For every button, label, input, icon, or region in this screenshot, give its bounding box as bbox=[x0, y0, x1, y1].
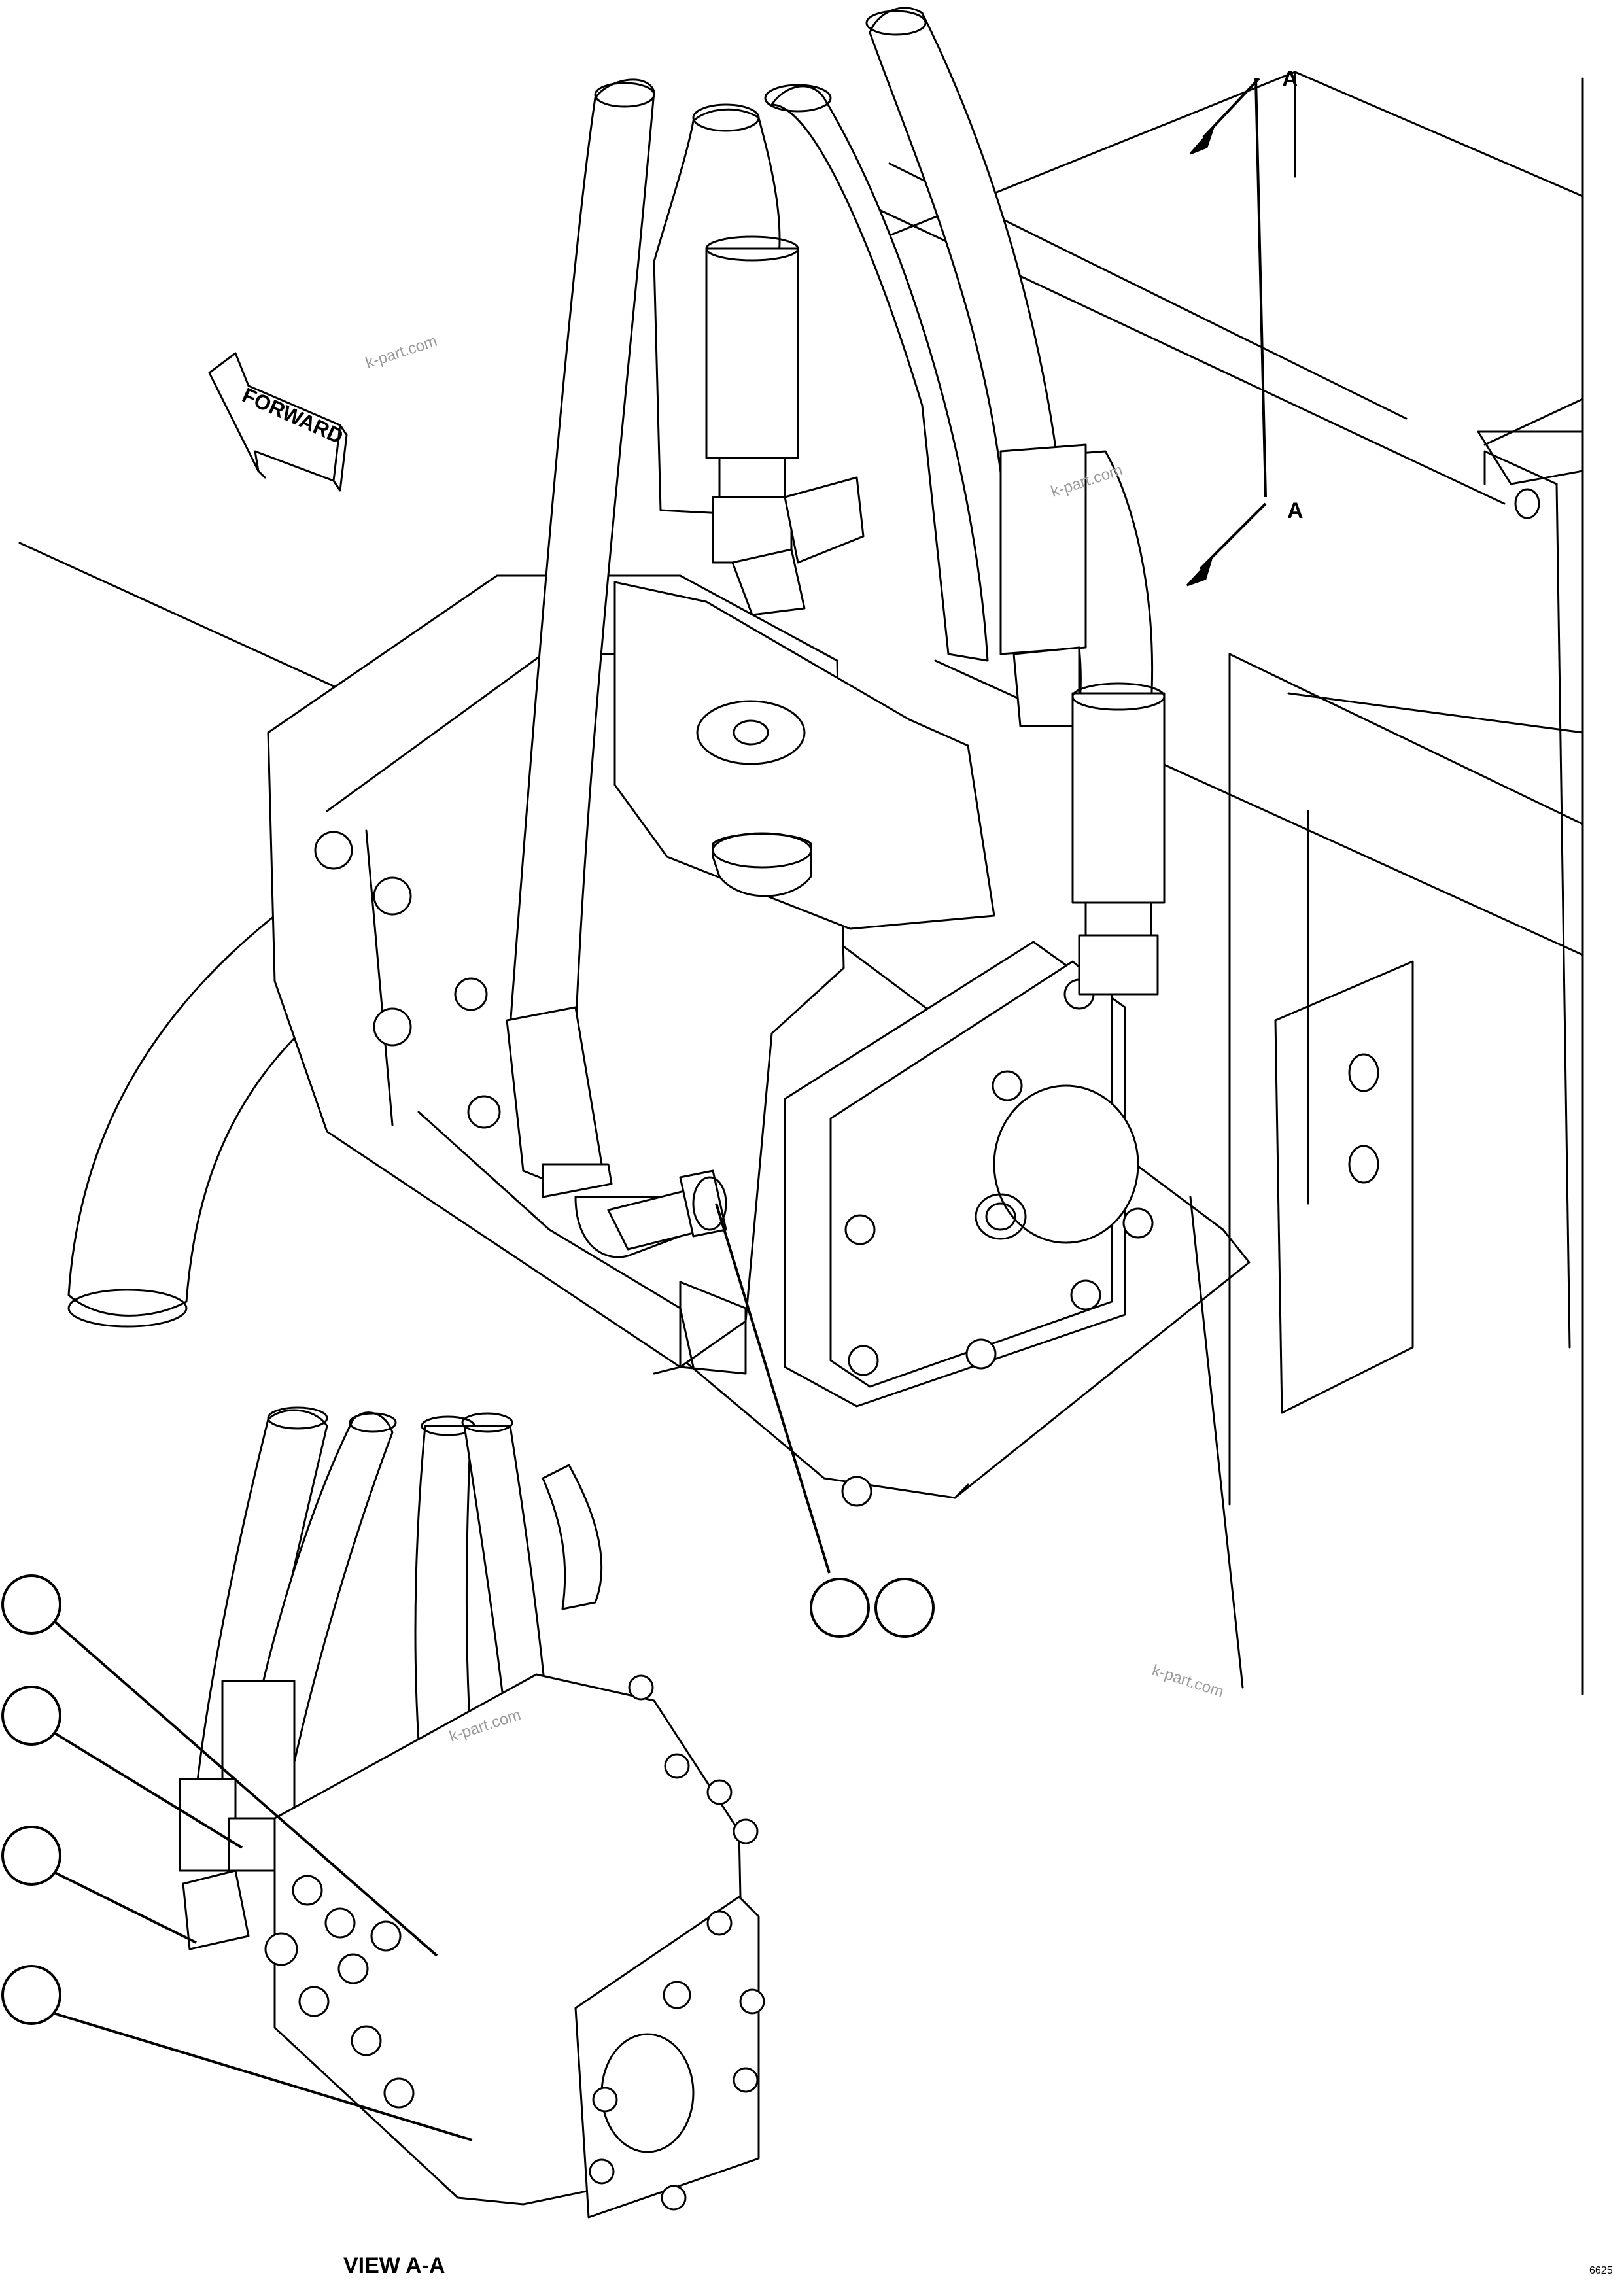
view-a-a-callouts bbox=[1, 1574, 473, 2141]
view-caption: VIEW A-A bbox=[343, 2253, 445, 2278]
detail-balloon-4 bbox=[1, 1965, 61, 2025]
section-cut-line: A A bbox=[1186, 67, 1304, 587]
detail-balloon-1 bbox=[1, 1574, 61, 1635]
detail-balloon-3 bbox=[1, 1826, 61, 1886]
cover-bolts bbox=[841, 978, 1154, 1507]
detail-balloon-2 bbox=[1, 1686, 61, 1746]
callout-balloon-1 bbox=[810, 1578, 870, 1638]
forward-direction-arrow: FORWARD bbox=[208, 352, 348, 492]
watermark-3: k-part.com bbox=[1150, 1661, 1226, 1701]
drawing-code: 6625 bbox=[1589, 2265, 1613, 2276]
section-label-bottom: A bbox=[1287, 498, 1304, 523]
view-a-a-detail bbox=[179, 1406, 765, 2219]
watermark-1: k-part.com bbox=[364, 332, 440, 372]
main-view-callouts bbox=[715, 1203, 935, 1638]
section-label-top: A bbox=[1282, 67, 1298, 92]
hydraulic-hoses bbox=[506, 7, 1166, 1258]
callout-balloon-2 bbox=[874, 1578, 935, 1638]
